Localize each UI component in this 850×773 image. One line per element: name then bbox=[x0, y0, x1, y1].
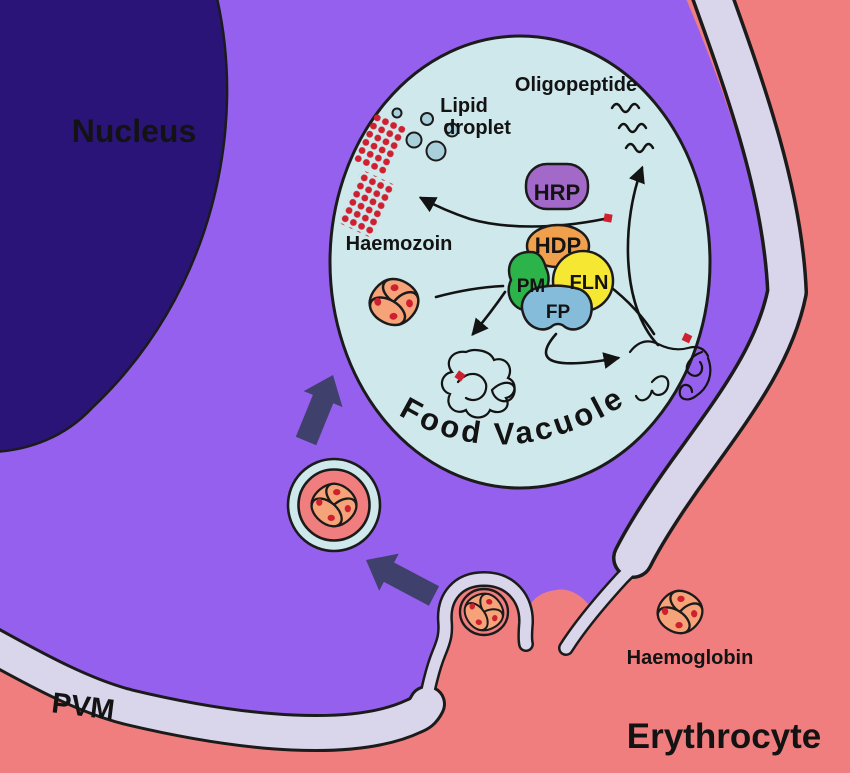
hrp-enzyme bbox=[524, 162, 590, 211]
arrow-fln-to-globin bbox=[606, 283, 656, 336]
denatured-globin-right bbox=[628, 332, 712, 402]
nucleus-region bbox=[0, 0, 229, 453]
haemozoin-crystals bbox=[337, 113, 407, 239]
fp-label: FP bbox=[546, 302, 571, 323]
nucleus-label: Nucleus bbox=[72, 113, 196, 149]
pvm-membrane-right bbox=[615, 0, 805, 576]
lipid-droplet-label-line1: Lipid bbox=[440, 95, 488, 117]
pvm-membrane-neck bbox=[560, 542, 656, 654]
haemozoin-label: Haemozoin bbox=[346, 233, 453, 255]
fln-label: FLN bbox=[570, 272, 609, 294]
oligopeptide-waves bbox=[610, 102, 655, 154]
arrow-heme-to-haemozoin bbox=[418, 196, 606, 228]
arrow-haemoglobin-to-complex bbox=[434, 284, 505, 299]
pvm-membrane-cytostome bbox=[417, 573, 532, 720]
transport-vesicle bbox=[286, 457, 382, 553]
endocytosis-arrow-upper bbox=[295, 375, 343, 446]
oligopeptide-label: Oligopeptide bbox=[515, 74, 637, 96]
denatured-globin-left bbox=[440, 349, 516, 419]
fp-enzyme bbox=[520, 284, 593, 331]
heme-molecule-released bbox=[603, 213, 613, 223]
pm-label: PM bbox=[517, 276, 546, 297]
arrow-complex-to-globin-left bbox=[471, 290, 507, 336]
pvm-label: PVM bbox=[50, 687, 116, 726]
pvm-membrane-left bbox=[0, 631, 443, 749]
arrow-globin-to-oligopeptide bbox=[626, 165, 660, 347]
heme-molecule-right bbox=[681, 332, 693, 344]
cytostome-channel bbox=[522, 592, 648, 744]
lipid-droplets bbox=[391, 107, 460, 162]
haemoglobin-label: Haemoglobin bbox=[627, 647, 754, 669]
endocytosis-arrow-lower bbox=[366, 553, 440, 606]
hrp-label: HRP bbox=[534, 180, 580, 205]
erythrocyte-label: Erythrocyte bbox=[627, 717, 822, 756]
hdp-label: HDP bbox=[535, 233, 581, 258]
lipid-droplet-label-line2: droplet bbox=[443, 117, 511, 139]
arrow-fp-to-globin-right bbox=[544, 332, 621, 369]
heme-molecule-left bbox=[454, 370, 466, 382]
